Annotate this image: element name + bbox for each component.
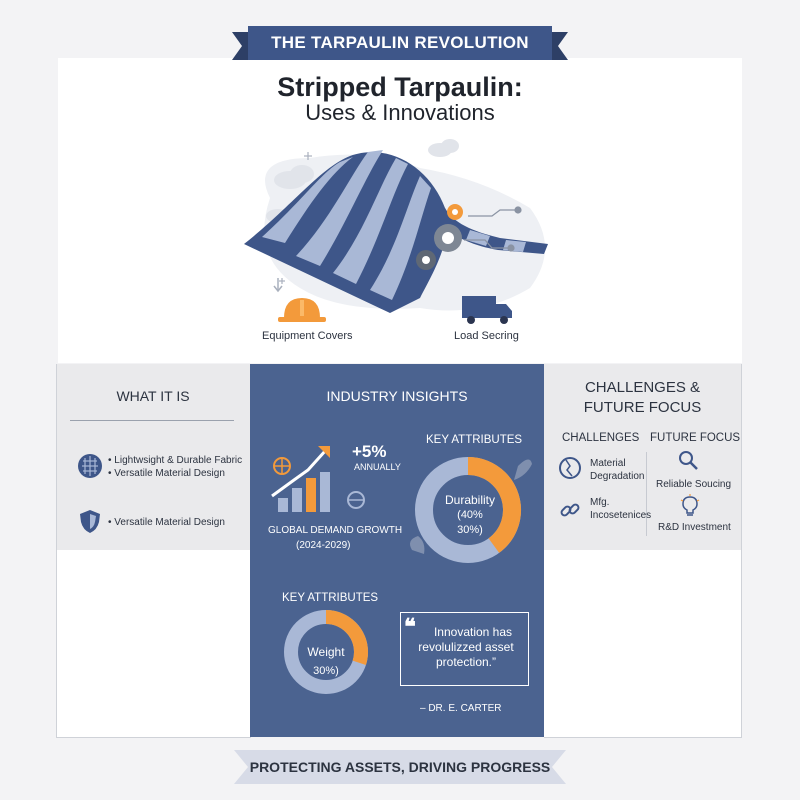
key-attributes-heading-2: KEY ATTRIBUTES	[282, 592, 379, 604]
quote-mark-icon: ❝	[404, 614, 416, 640]
chain-link-icon	[560, 503, 580, 517]
challenge-1-line1: Material	[590, 458, 626, 469]
durability-line2: (40%	[457, 509, 483, 521]
challenge-1: Material Degradation	[590, 457, 644, 483]
growth-caption: GLOBAL DEMAND GROWTH	[268, 525, 403, 536]
bottom-banner: PROTECTING ASSETS, DRIVING PROGRESS	[234, 750, 566, 784]
growth-caption-years: (2024-2029)	[296, 540, 351, 551]
challenges-heading-line1: CHALLENGES &	[584, 379, 701, 396]
growth-chart-icon	[271, 446, 365, 512]
leaf-icon	[514, 459, 532, 480]
challenges-panel	[544, 364, 742, 550]
challenges-col-heading: CHALLENGES	[562, 432, 640, 444]
challenge-2-line2: Incosetenices	[590, 510, 652, 521]
future-2: R&D Investment	[658, 522, 731, 533]
weight-value: 30%)	[313, 665, 339, 677]
future-col-heading: FUTURE FOCUS	[650, 432, 741, 444]
hard-hat-icon	[278, 298, 326, 322]
column-divider	[646, 452, 647, 536]
challenges-heading: CHALLENGES & FUTURE FOCUS	[544, 378, 741, 418]
future-1: Reliable Soucing	[656, 479, 732, 490]
challenges-heading-line2: FUTURE FOCUS	[583, 399, 702, 416]
divider	[70, 420, 234, 421]
top-banner: THE TARPAULIN REVOLUTION	[248, 26, 552, 60]
leaf-icon	[410, 536, 425, 554]
tarpaulin-illustration	[244, 139, 548, 324]
load-securing-label: Load Secring	[454, 330, 519, 342]
weight-arc	[325, 610, 368, 665]
durability-line3: 30%)	[457, 524, 483, 536]
degradation-icon	[559, 457, 581, 479]
search-icon	[679, 451, 698, 470]
gear-icon	[416, 204, 463, 270]
page-title: Stripped Tarpaulin:	[277, 72, 523, 102]
quote-text: Innovation has revolulizzed asset protec…	[418, 625, 514, 669]
bullet-3: • Versatile Material Design	[108, 517, 225, 528]
weight-label: Weight	[307, 645, 345, 659]
right-lower-panel	[544, 550, 742, 738]
quote-box	[400, 612, 529, 686]
shield-icon	[80, 510, 100, 533]
quote-author: – DR. E. CARTER	[420, 703, 502, 714]
challenge-2: Mfg. Incosetenices	[590, 496, 651, 522]
lightbulb-icon	[680, 494, 700, 516]
key-attributes-heading-1: KEY ATTRIBUTES	[426, 434, 523, 446]
durability-donut	[410, 457, 532, 563]
truck-icon	[462, 296, 512, 324]
left-lower-panel	[56, 550, 251, 738]
durability-arc	[467, 457, 521, 553]
growth-unit: ANNUALLY	[354, 462, 401, 472]
what-it-is-heading: WHAT IT IS	[116, 388, 190, 404]
bullet-2: • Versatile Material Design	[108, 468, 225, 479]
challenge-1-line2: Degradation	[590, 471, 645, 482]
challenge-2-line1: Mfg.	[590, 497, 610, 508]
equipment-covers-label: Equipment Covers	[262, 330, 353, 342]
industry-insights-heading: INDUSTRY INSIGHTS	[326, 388, 468, 404]
durability-label: Durability	[444, 493, 495, 507]
weight-donut	[284, 610, 368, 694]
page-subtitle: Uses & Innovations	[305, 100, 495, 125]
fabric-icon	[78, 454, 102, 478]
bullet-1: • Lightwsight & Durable Fabric	[108, 455, 243, 466]
growth-value: +5%	[352, 442, 387, 461]
